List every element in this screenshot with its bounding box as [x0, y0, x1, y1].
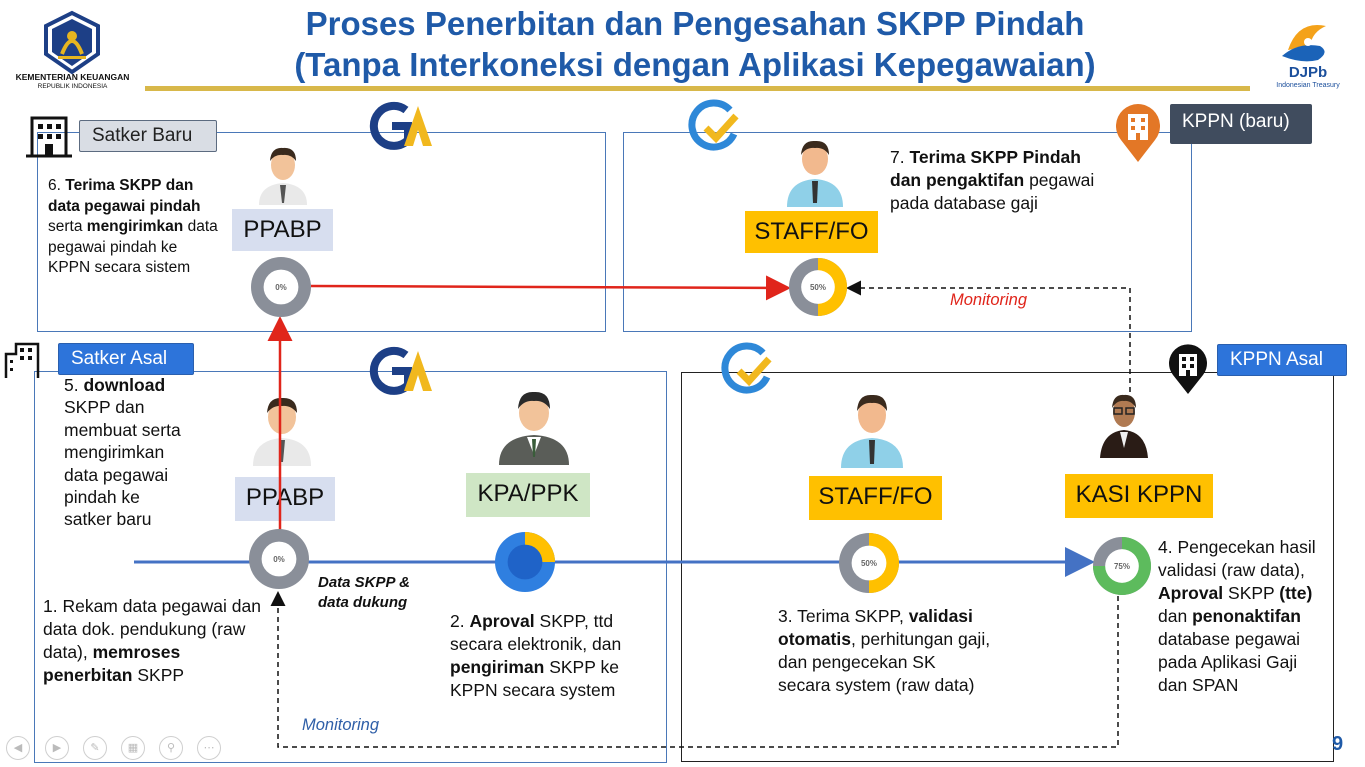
- role-kpa: KPA/PPK: [466, 473, 590, 517]
- page-number: 9: [1332, 733, 1344, 755]
- location-building-icon-kppn-baru: [1116, 104, 1160, 162]
- grid-icon: ▦: [127, 742, 139, 754]
- monitoring-dashed-bottom: [270, 591, 1119, 748]
- djpb-name: DJPb: [1288, 64, 1328, 81]
- kppn-asal-tag: KPPN Asal: [1217, 344, 1347, 376]
- prev-slide-button[interactable]: ◀: [6, 736, 30, 760]
- data-skpp-label: Data SKPP & data dukung: [318, 574, 410, 611]
- ring-percent-label: 0%: [273, 555, 285, 564]
- monitoring-label-bottom: Monitoring: [302, 716, 380, 734]
- kppn-baru-box: [623, 132, 1192, 332]
- ring-percent-label: 75%: [1114, 562, 1130, 571]
- building-icon-satker-baru: [26, 116, 72, 158]
- progress-ring-ppabp-bottom: 0%: [249, 529, 309, 589]
- ring-percent-label: 50%: [810, 283, 826, 292]
- ring-center: [851, 545, 887, 581]
- kemenkeu-emblem-icon: [44, 10, 100, 75]
- progress-ring-kpa: [495, 532, 555, 592]
- ga-app-logo-icon: [369, 346, 432, 395]
- gaji-app-logo-icon: [688, 99, 739, 151]
- monitoring-label-top: Monitoring: [950, 291, 1028, 309]
- page-title-line-1: Proses Penerbitan dan Pengesahan SKPP Pi…: [305, 5, 1085, 42]
- red-arrow-right: [310, 275, 791, 301]
- step-1-text: 1. Rekam data pegawai dan data dok. pend…: [43, 596, 261, 685]
- building-icon-satker-asal: [4, 342, 40, 378]
- kppn-asal-box: [681, 372, 1334, 762]
- zoom-button[interactable]: ⚲: [159, 736, 183, 760]
- more-options-button[interactable]: ⋯: [197, 736, 221, 760]
- person-icon-staff-bottom: [841, 394, 903, 468]
- ring-percent-label: 50%: [861, 559, 877, 568]
- djpb-subtitle: Indonesian Treasury: [1276, 82, 1340, 89]
- satker-asal-tag: Satker Asal: [58, 343, 194, 375]
- step-3-text: 3. Terima SKPP, validasi otomatis, perhi…: [778, 606, 991, 695]
- pen-tool-button[interactable]: ✎: [83, 736, 107, 760]
- title-underline: [145, 86, 1250, 91]
- progress-ring-staff-top: 50%: [789, 258, 847, 316]
- step-2-text: 2. Aproval SKPP, ttd secara elektronik, …: [450, 611, 622, 700]
- step-6-text: 6. Terima SKPP dan data pegawai pindah s…: [48, 177, 218, 276]
- satker-baru-box: [37, 132, 606, 332]
- ring-center: [801, 270, 835, 304]
- location-building-icon-kppn-asal: [1169, 344, 1207, 394]
- progress-ring-ppabp-top: 0%: [251, 257, 311, 317]
- kemenkeu-logo: KEMENTERIAN KEUANGAN REPUBLIK INDONESIA: [10, 8, 135, 96]
- role-ppabp-bottom: PPABP: [235, 477, 335, 521]
- step-4-text: 4. Pengecekan hasil validasi (raw data),…: [1158, 537, 1316, 695]
- ga-app-logo-icon: [369, 101, 432, 150]
- satker-baru-tag: Satker Baru: [79, 120, 217, 152]
- gaji-app-logo-icon: [721, 342, 772, 394]
- kppn-baru-tag: KPPN (baru): [1170, 104, 1312, 144]
- progress-ring-staff-bottom: 50%: [839, 533, 899, 593]
- kemenkeu-name: KEMENTERIAN KEUANGAN: [15, 72, 130, 82]
- person-icon-kpa: [499, 391, 569, 465]
- ring-center: [507, 544, 543, 580]
- magnifier-icon: ⚲: [166, 742, 176, 754]
- role-staff-top: STAFF/FO: [745, 211, 878, 253]
- step-7-text: 7. Terima SKPP Pindah dan pengaktifan pe…: [890, 147, 1095, 213]
- kemenkeu-country: REPUBLIK INDONESIA: [37, 83, 108, 90]
- satker-asal-box: [34, 371, 667, 763]
- person-icon-staff-top: [787, 140, 843, 207]
- monitoring-dashed-top: [846, 280, 1131, 392]
- ring-percent-label: 0%: [275, 283, 287, 292]
- chevron-left-icon: ◀: [13, 742, 23, 754]
- ring-center: [263, 269, 299, 305]
- role-ppabp-top: PPABP: [232, 209, 333, 251]
- progress-ring-kasi: 75%: [1093, 537, 1151, 595]
- person-icon-ppabp-bottom: [253, 397, 311, 466]
- slides-grid-button[interactable]: ▦: [121, 736, 145, 760]
- step-5-text: 5. download SKPP dan membuat serta mengi…: [64, 375, 181, 530]
- chevron-right-icon: ▶: [52, 742, 62, 754]
- djpb-swirl-icon: [1282, 25, 1326, 62]
- ring-center: [1105, 549, 1139, 583]
- role-staff-bottom: STAFF/FO: [809, 476, 942, 520]
- djpb-logo: DJPb Indonesian Treasury: [1268, 12, 1348, 94]
- person-icon-ppabp-top: [259, 147, 307, 205]
- next-slide-button[interactable]: ▶: [45, 736, 69, 760]
- pen-icon: ✎: [90, 742, 100, 754]
- role-kasi: KASI KPPN: [1065, 474, 1213, 518]
- ellipsis-icon: ⋯: [203, 742, 215, 754]
- ring-center: [261, 541, 297, 577]
- page-title-line-2: (Tanpa Interkoneksi dengan Aplikasi Kepe…: [294, 46, 1096, 83]
- person-icon-kasi: [1100, 394, 1148, 458]
